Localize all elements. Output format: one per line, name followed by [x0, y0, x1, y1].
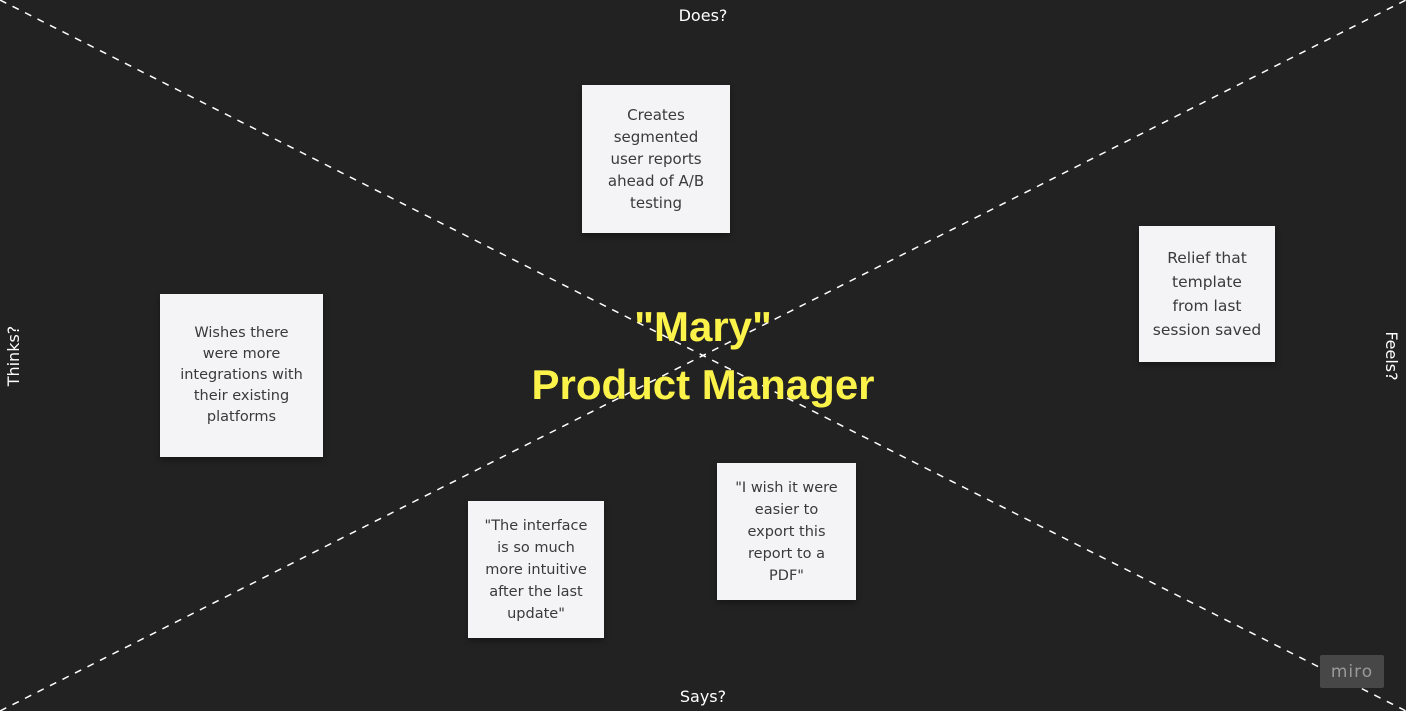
miro-logo-text: miro [1330, 661, 1374, 682]
sticky-note-does[interactable]: Creates segmented user reports ahead of … [582, 85, 730, 233]
sticky-note-says-interface[interactable]: "The interface is so much more intuitive… [468, 501, 604, 638]
sticky-note-text: Relief that template from last session s… [1152, 249, 1262, 339]
sticky-note-thinks[interactable]: Wishes there were more integrations with… [160, 294, 323, 457]
quadrant-label-does: Does? [678, 6, 728, 25]
sticky-note-text: "I wish it were easier to export this re… [735, 479, 838, 584]
sticky-note-text: Wishes there were more integrations with… [180, 325, 303, 425]
sticky-note-feels[interactable]: Relief that template from last session s… [1139, 226, 1275, 362]
miro-logo: miro [1320, 655, 1384, 688]
sticky-note-text: "The interface is so much more intuitive… [484, 517, 588, 622]
quadrant-label-thinks: Thinks? [4, 325, 23, 387]
persona-role[interactable]: Product Manager [531, 361, 875, 408]
quadrant-label-feels: Feels? [1382, 331, 1401, 381]
quadrant-label-says: Says? [679, 687, 727, 706]
sticky-note-text: Creates segmented user reports ahead of … [607, 106, 705, 212]
sticky-note-says-export[interactable]: "I wish it were easier to export this re… [717, 463, 856, 600]
persona-name[interactable]: "Mary" [634, 303, 772, 350]
